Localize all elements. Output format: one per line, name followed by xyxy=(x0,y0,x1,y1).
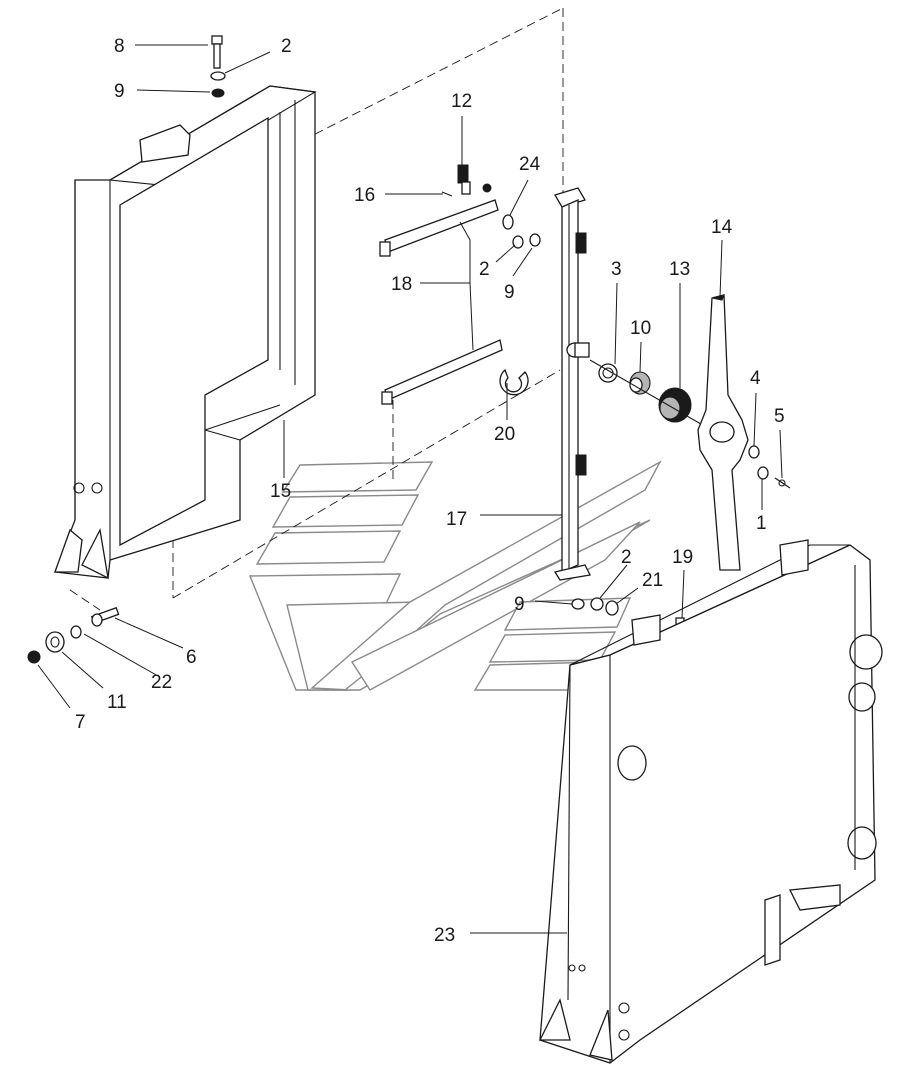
callout-4: 4 xyxy=(750,368,761,389)
callout-18: 18 xyxy=(391,274,412,295)
radiator-core xyxy=(538,539,883,1064)
callout-16: 16 xyxy=(354,185,375,206)
callout-20: 20 xyxy=(494,424,515,445)
callout-11: 11 xyxy=(107,692,127,713)
lower-center-washers xyxy=(571,597,619,616)
callout-9-bottom: 9 xyxy=(514,594,525,615)
upper-fastener-group xyxy=(441,164,541,249)
callout-19: 19 xyxy=(672,547,693,568)
leader-lines xyxy=(37,44,783,934)
hub-seal-parts xyxy=(589,359,721,436)
retaining-clip xyxy=(499,368,529,396)
callout-17: 17 xyxy=(446,509,467,530)
pin-ring-parts xyxy=(748,445,791,489)
bracket-strips xyxy=(379,199,503,405)
callout-15: 15 xyxy=(270,481,291,502)
callout-labels: 8 2 9 12 24 16 2 9 18 14 3 13 10 4 5 20 … xyxy=(75,36,785,946)
callout-23: 23 xyxy=(434,925,455,946)
vertical-support-bar xyxy=(553,187,591,581)
callout-21: 21 xyxy=(642,570,663,591)
shroud-frame xyxy=(54,85,317,580)
top-bolt-group xyxy=(210,35,226,98)
watermark-logo xyxy=(248,460,662,691)
callout-12: 12 xyxy=(451,91,472,112)
callout-6: 6 xyxy=(186,647,197,668)
callout-9-top: 9 xyxy=(114,81,125,102)
callout-3: 3 xyxy=(611,259,622,280)
callout-14: 14 xyxy=(711,217,733,238)
callout-13: 13 xyxy=(669,259,690,280)
callout-10: 10 xyxy=(630,318,651,339)
callout-2-top: 2 xyxy=(281,36,292,57)
callout-24: 24 xyxy=(519,154,541,175)
callout-2-bottom: 2 xyxy=(621,547,632,568)
callout-9-mid: 9 xyxy=(504,282,515,303)
callout-2-mid: 2 xyxy=(479,259,490,280)
callout-8: 8 xyxy=(114,36,125,57)
callout-22: 22 xyxy=(151,672,172,693)
callout-7: 7 xyxy=(75,712,86,733)
callout-1: 1 xyxy=(756,513,767,534)
lever-arm xyxy=(697,294,749,571)
lower-bolt-group xyxy=(27,606,120,664)
callout-5: 5 xyxy=(774,406,785,427)
